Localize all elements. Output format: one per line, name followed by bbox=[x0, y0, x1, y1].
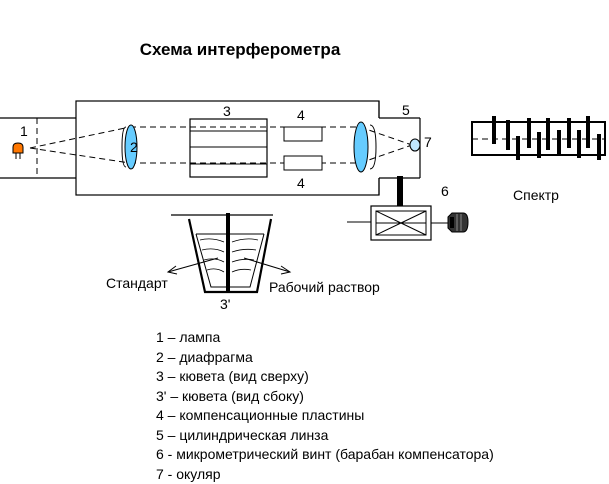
label-plate-top: 4 bbox=[297, 107, 305, 123]
legend: 1 – лампа 2 – диафрагма 3 – кювета (вид … bbox=[156, 328, 494, 484]
legend-item: 2 – диафрагма bbox=[156, 348, 494, 368]
label-working-solution: Рабочий раствор bbox=[269, 279, 380, 295]
legend-item: 3' – кювета (вид сбоку) bbox=[156, 387, 494, 407]
legend-item: 3 – кювета (вид сверху) bbox=[156, 367, 494, 387]
compensator-drum-icon bbox=[448, 213, 468, 232]
legend-item: 6 - микрометрический винт (барабан компе… bbox=[156, 445, 494, 465]
cuvette-top-view bbox=[190, 119, 267, 177]
label-ocular: 7 bbox=[424, 134, 432, 150]
micrometer-screw bbox=[347, 176, 448, 240]
label-cuvette-side: 3' bbox=[220, 296, 230, 312]
label-spectrum: Спектр bbox=[513, 187, 559, 203]
label-lens: 5 bbox=[402, 102, 410, 118]
compensation-plate-top bbox=[284, 127, 322, 141]
legend-item: 4 – компенсационные пластины bbox=[156, 406, 494, 426]
legend-item: 5 – цилиндрическая линза bbox=[156, 426, 494, 446]
label-plate-bottom: 4 bbox=[297, 175, 305, 191]
lamp-housing bbox=[0, 118, 76, 178]
lamp-icon bbox=[13, 143, 23, 159]
legend-item: 1 – лампа bbox=[156, 328, 494, 348]
label-standard: Стандарт bbox=[106, 275, 168, 291]
cuvette-side-view bbox=[171, 213, 273, 292]
compensation-plate-bottom bbox=[284, 156, 322, 170]
label-lamp: 1 bbox=[20, 123, 28, 139]
label-cuvette-top: 3 bbox=[223, 103, 231, 119]
legend-item: 7 - окуляр bbox=[156, 465, 494, 484]
spectrum-icon bbox=[472, 116, 605, 160]
ocular bbox=[410, 139, 420, 151]
label-screw: 6 bbox=[441, 183, 449, 199]
cylindrical-lens bbox=[354, 122, 376, 172]
label-diaphragm: 2 bbox=[130, 139, 138, 155]
